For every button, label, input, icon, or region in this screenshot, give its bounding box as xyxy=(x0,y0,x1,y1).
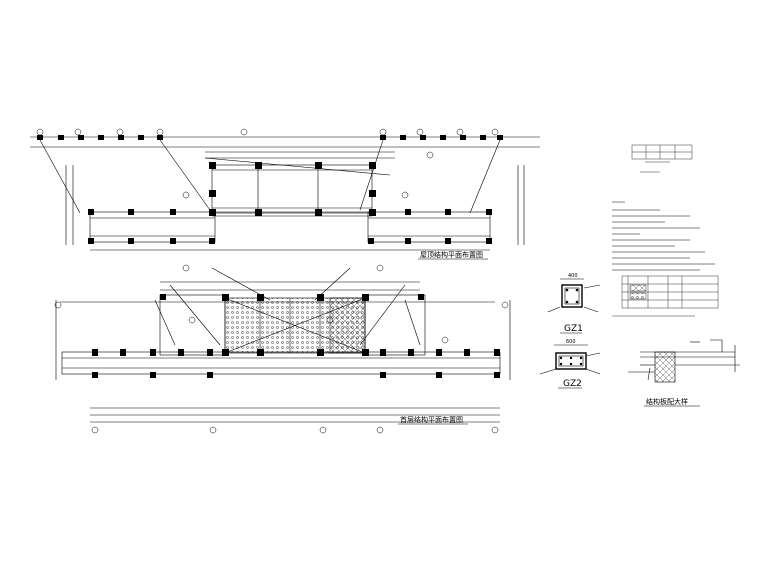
notes-block xyxy=(612,144,719,317)
gz1-dim-top: 400 xyxy=(568,273,578,279)
roof-plan xyxy=(30,128,540,251)
slab-detail xyxy=(628,339,740,383)
ground-plan xyxy=(54,264,511,434)
gz1-section xyxy=(547,278,601,313)
gz2-dim-top: 600 xyxy=(566,339,576,345)
gz2-section xyxy=(539,344,601,375)
ground-plan-title: 首层结构平面布置图 xyxy=(400,415,463,424)
gz1-label: GZ1 xyxy=(564,324,583,334)
gz2-label: GZ2 xyxy=(563,379,582,389)
axis-bubbles-ground-bottom xyxy=(54,264,509,434)
roof-columns xyxy=(88,162,492,244)
ground-columns xyxy=(92,294,500,378)
slab-detail-title: 结构板配大样 xyxy=(646,397,688,406)
roof-top-columns xyxy=(37,135,503,140)
axis-bubbles-roof-top xyxy=(36,128,499,136)
roof-plan-title: 屋顶结构平面布置图 xyxy=(420,250,483,259)
